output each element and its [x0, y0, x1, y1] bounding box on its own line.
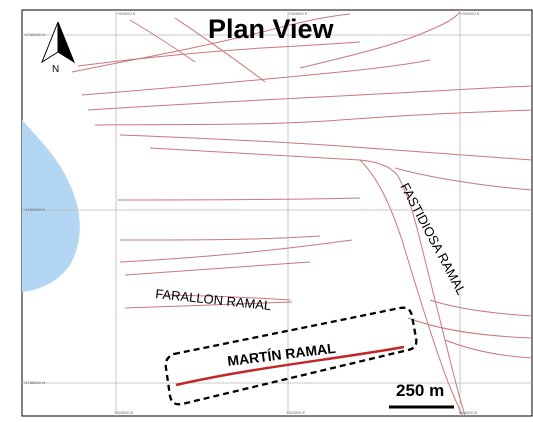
- grid-label-bottom-1: +343000 E: [114, 410, 134, 415]
- target-outline-box: [164, 306, 418, 406]
- north-arrow-icon: [40, 21, 76, 64]
- structure-traces: [71, 11, 533, 416]
- water-body: [22, 120, 80, 292]
- grid-label-bottom-2: +343500 E: [286, 410, 306, 415]
- map-title: Plan View: [208, 14, 334, 44]
- north-label: N: [52, 64, 60, 75]
- grid-label-left-2: +4769000 N: [23, 207, 45, 212]
- grid-label-top-1: +343000 E: [116, 11, 136, 16]
- coordinate-grid: [22, 10, 532, 416]
- grid-label-left-1: +4769400 N: [23, 32, 45, 37]
- grid-label-top-2: +343500 E: [288, 11, 308, 16]
- grid-label-left-3: +4768500 N: [23, 380, 45, 385]
- scale-label: 250 m: [396, 381, 445, 400]
- grid-label-bottom-3: +344000 E: [458, 410, 478, 415]
- grid-label-top-3: +344000 E: [460, 11, 480, 16]
- martin-ramal-vein: [175, 345, 405, 387]
